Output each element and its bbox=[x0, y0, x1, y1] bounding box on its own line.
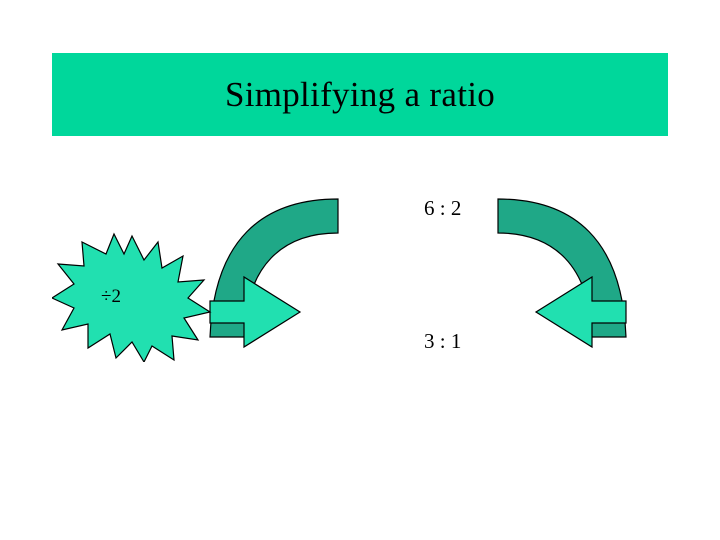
starburst-icon bbox=[50, 232, 212, 364]
ratio-before-label: 6 : 2 bbox=[424, 196, 462, 220]
left-curved-arrow-icon bbox=[209, 198, 339, 349]
title-banner bbox=[52, 53, 668, 136]
starburst-shape bbox=[50, 232, 212, 364]
page-title: Simplifying a ratio bbox=[224, 74, 496, 114]
ratio-after-label: 3 : 1 bbox=[424, 329, 462, 353]
starburst-label: ÷2 bbox=[101, 286, 121, 307]
circular-arrow-diagram bbox=[188, 185, 648, 365]
right-curved-arrow-icon bbox=[497, 198, 627, 349]
circular-arrow-svg bbox=[209, 198, 627, 349]
